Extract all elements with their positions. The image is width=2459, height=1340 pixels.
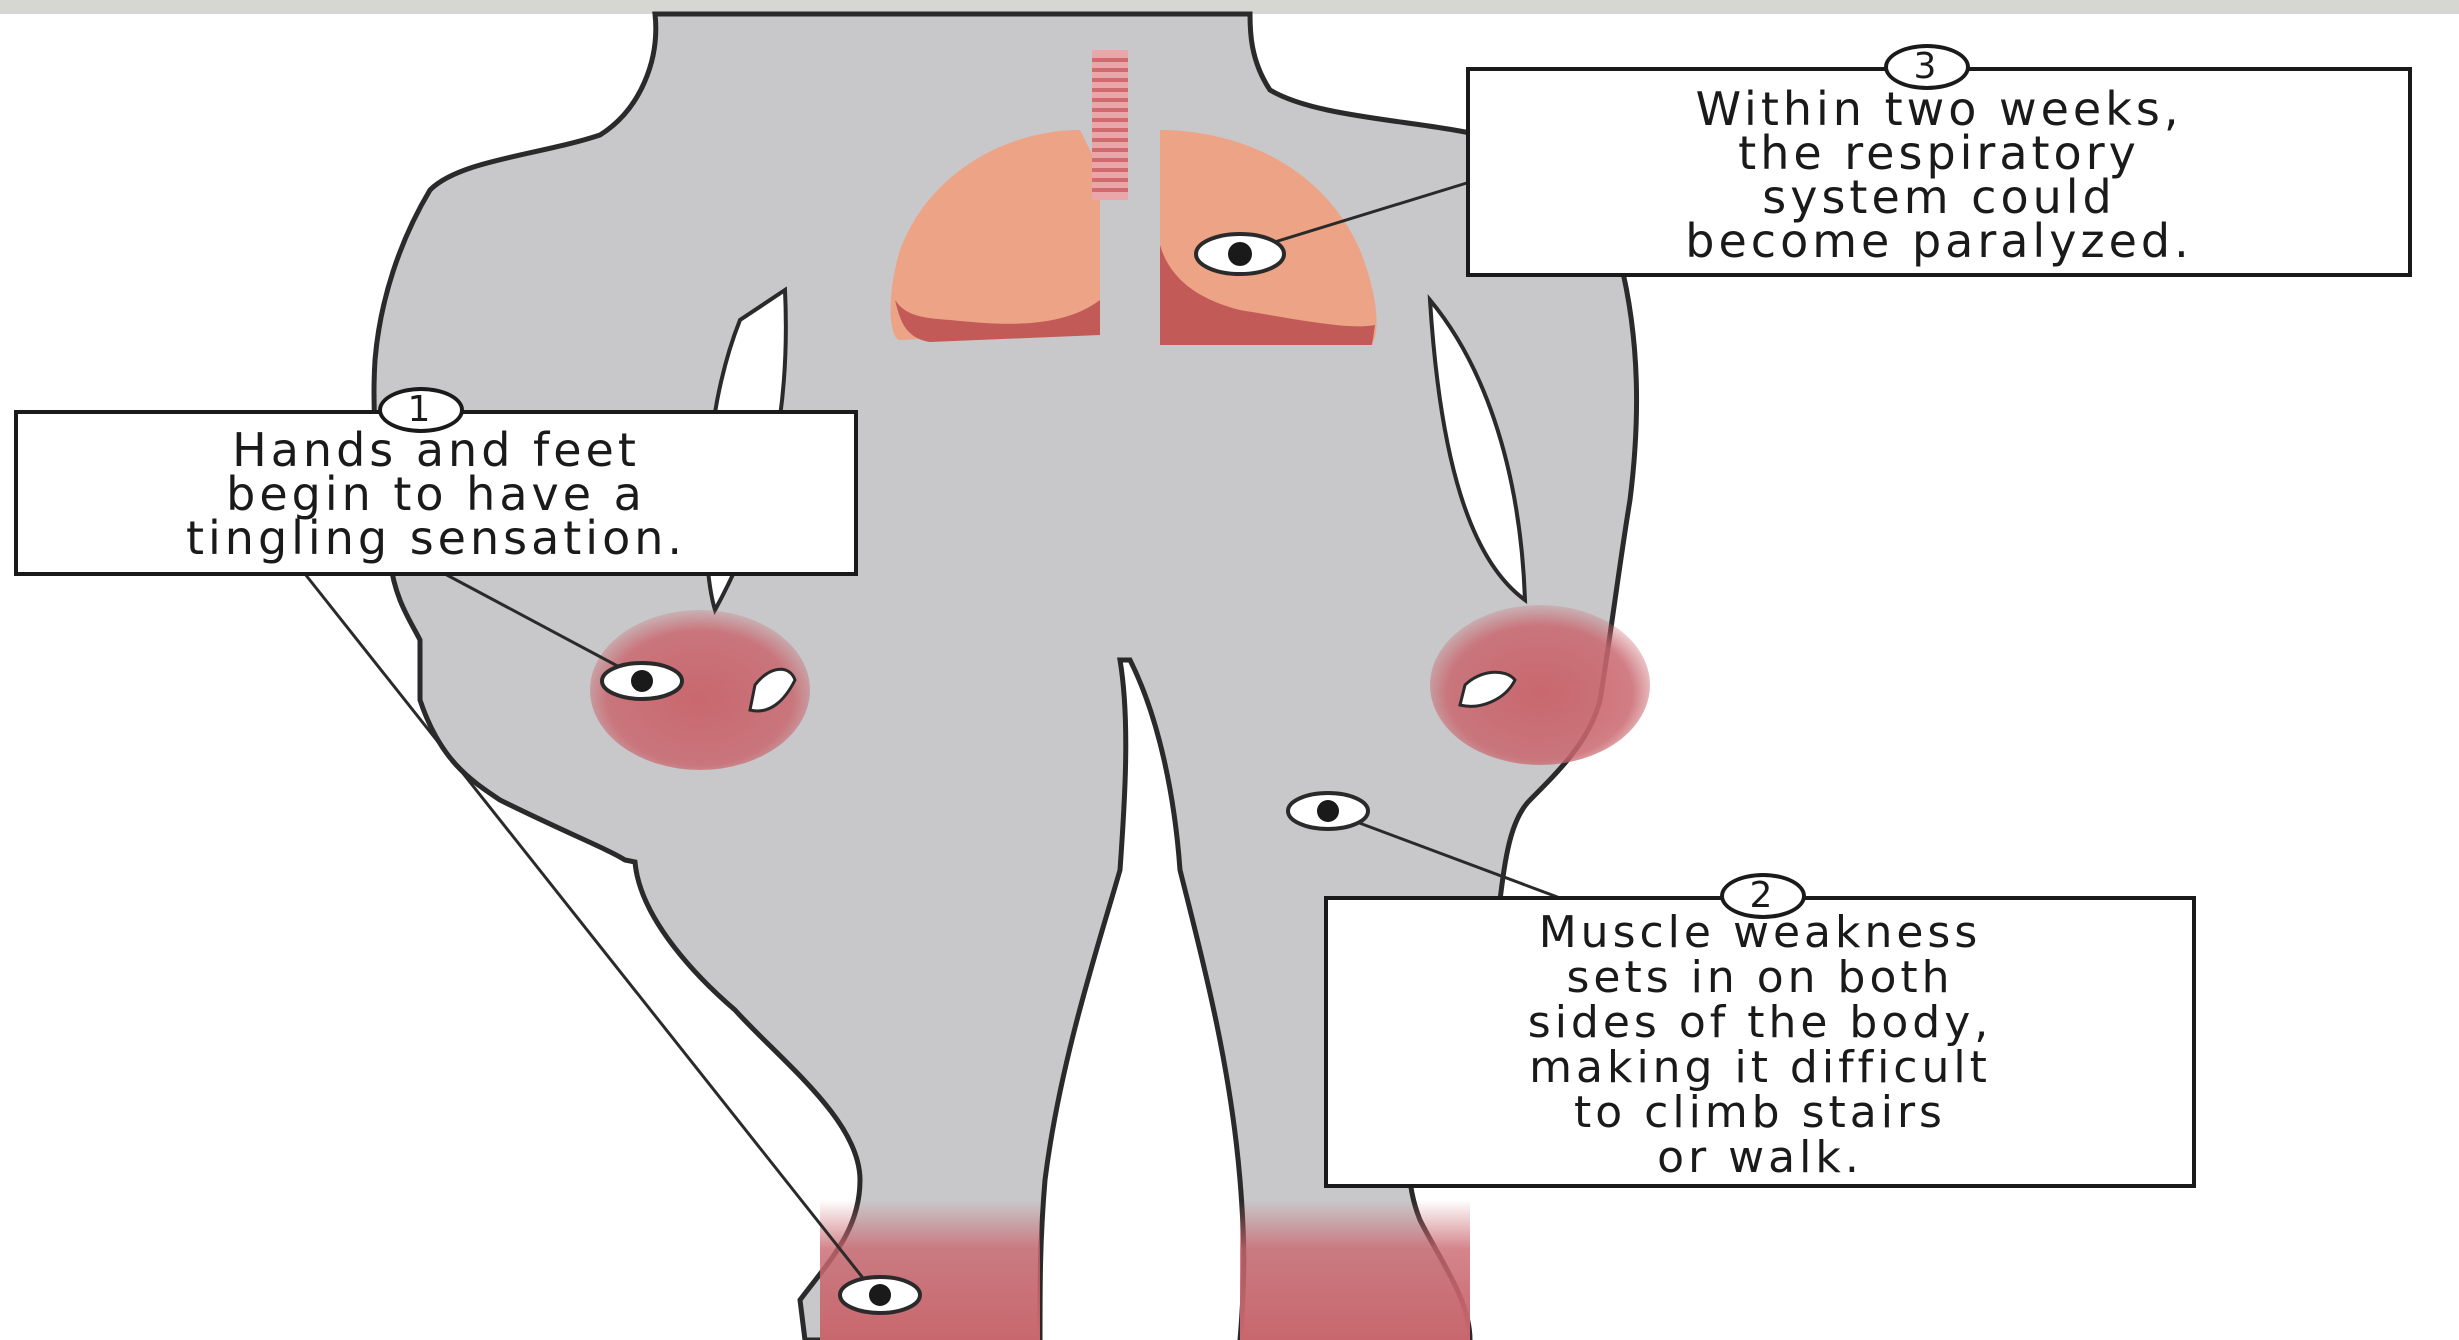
marker-dot-icon [840, 1277, 920, 1313]
trachea [1092, 50, 1128, 200]
callout-3-text: Within two weeks, the respiratory system… [1470, 71, 2408, 263]
right-hand-tingling [1430, 605, 1650, 765]
callout-2-box: 2 Muscle weakness sets in on both sides … [1324, 896, 2196, 1188]
callout-3-number: 3 [1884, 44, 1970, 90]
left-foot-tingling [820, 1200, 1040, 1340]
callout-1-number: 1 [378, 387, 464, 433]
callout-2-number: 2 [1720, 873, 1806, 919]
callout-1-box: 1 Hands and feet begin to have a tinglin… [14, 410, 858, 576]
right-foot-tingling [1240, 1200, 1470, 1340]
marker-dot-icon [1196, 234, 1284, 274]
callout-1-text: Hands and feet begin to have a tingling … [18, 414, 854, 560]
callout-3-box: 3 Within two weeks, the respiratory syst… [1466, 67, 2412, 277]
callout-2-text: Muscle weakness sets in on both sides of… [1328, 900, 2192, 1180]
marker-dot-icon [602, 663, 682, 699]
marker-dot-icon [1288, 793, 1368, 829]
